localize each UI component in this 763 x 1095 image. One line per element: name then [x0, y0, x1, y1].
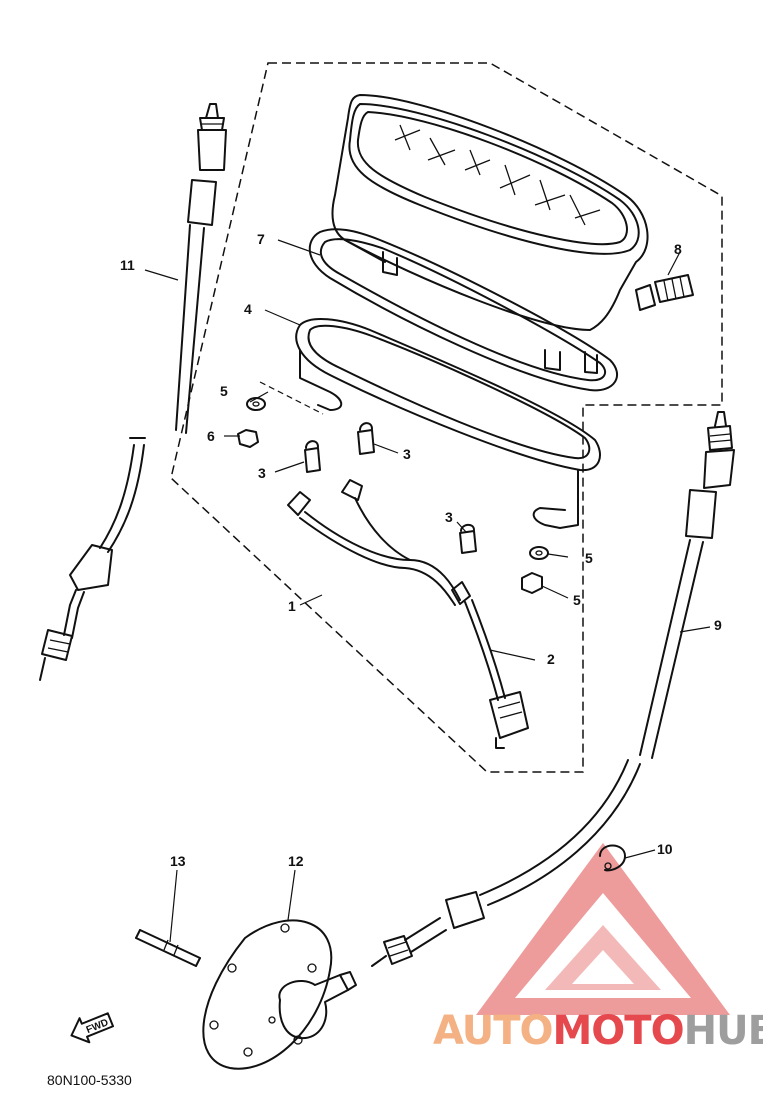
gear-pin — [135, 929, 201, 967]
trip-knob — [635, 274, 694, 311]
callout-1: 1 — [288, 598, 296, 614]
watermark-text: AUTOMOTOHUB — [433, 1008, 763, 1054]
meter-housing — [331, 94, 649, 374]
callout-3-right: 3 — [445, 509, 453, 525]
callout-7: 7 — [257, 231, 265, 247]
washer-right — [529, 546, 549, 560]
callout-5-right-lower: 5 — [573, 592, 581, 608]
callout-5-left: 5 — [220, 383, 228, 399]
callout-2: 2 — [547, 651, 555, 667]
nut-right — [521, 572, 543, 594]
bulb-b — [357, 422, 375, 455]
callout-10: 10 — [657, 841, 673, 857]
cable-clamp — [599, 844, 626, 872]
washer-guide-line — [259, 381, 324, 415]
callout-12: 12 — [288, 853, 304, 869]
bulb-a — [304, 440, 321, 473]
bulb-c — [459, 523, 477, 554]
wire-harness — [287, 479, 529, 749]
watermark-word-hub: HUB — [684, 1008, 763, 1054]
forward-arrow: FWD — [70, 1012, 115, 1044]
watermark-triangle-hole — [572, 950, 634, 984]
cable-9 — [371, 411, 735, 967]
callout-3-center: 3 — [403, 446, 411, 462]
callout-6: 6 — [207, 428, 215, 444]
callout-9: 9 — [714, 617, 722, 633]
assembly-boundary — [170, 62, 723, 773]
meter-gear-unit — [202, 919, 357, 1070]
watermark-word-moto: MOTO — [553, 1008, 684, 1054]
meter-bracket — [295, 318, 601, 529]
washer-left — [246, 397, 266, 411]
callout-11: 11 — [120, 257, 135, 273]
leader-lines — [144, 239, 711, 943]
callout-8: 8 — [674, 241, 682, 257]
callout-4: 4 — [244, 301, 252, 317]
watermark-word-auto: AUTO — [433, 1008, 553, 1054]
drawing-code: 80N100-5330 — [47, 1072, 132, 1088]
cable-11 — [39, 103, 227, 681]
gasket — [308, 228, 619, 392]
callout-13: 13 — [170, 853, 186, 869]
callout-3-left: 3 — [258, 465, 266, 481]
callout-5-right-upper: 5 — [585, 550, 593, 566]
nut-left — [237, 429, 259, 448]
watermark-logo — [476, 843, 730, 1015]
